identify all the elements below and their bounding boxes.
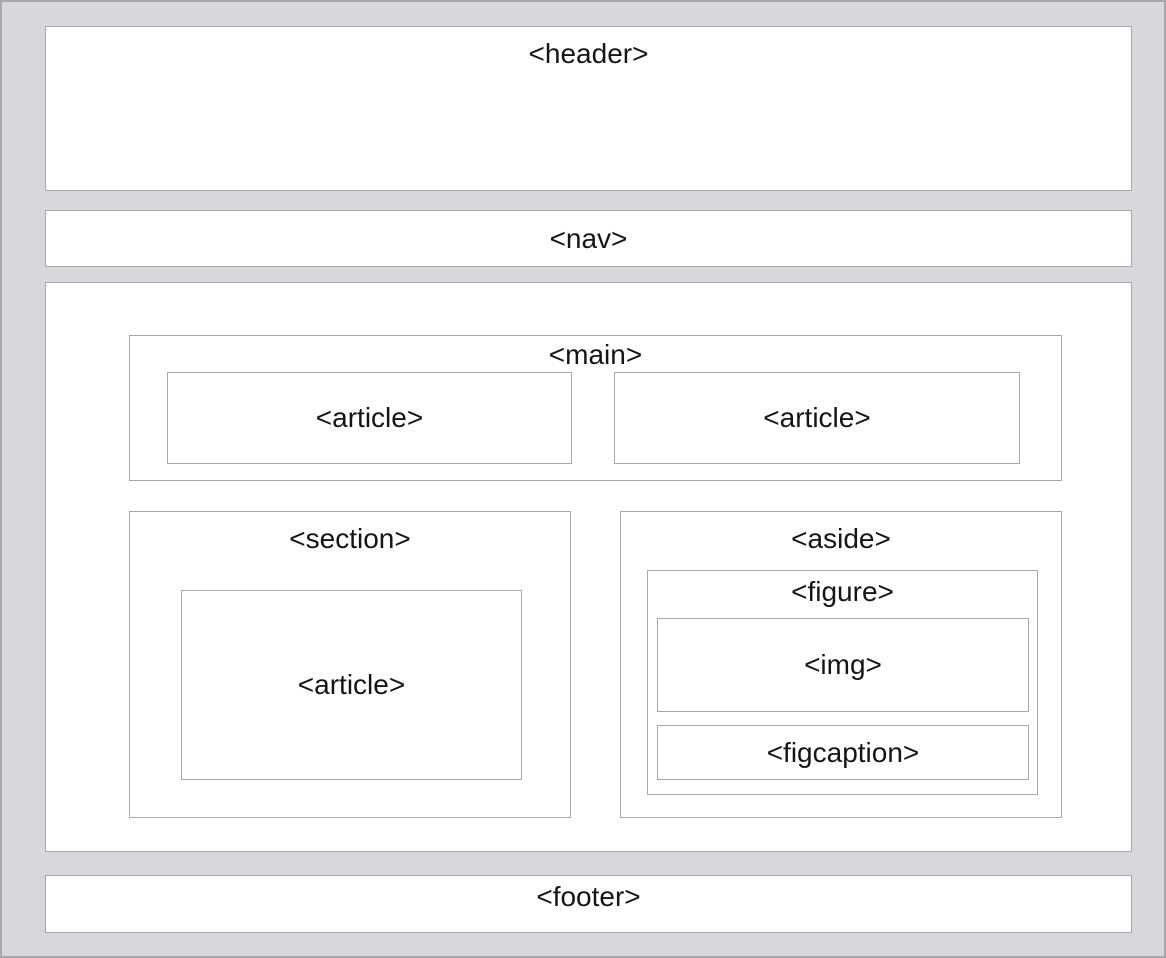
section-box: <section> <article>	[129, 511, 571, 818]
footer-label: <footer>	[536, 881, 641, 912]
img-label: <img>	[804, 649, 882, 681]
content-box: <main> <article> <article> <section> <ar…	[45, 282, 1132, 852]
aside-label: <aside>	[791, 523, 891, 554]
main-label: <main>	[548, 339, 643, 370]
header-label: <header>	[528, 38, 649, 69]
main-article-2-box: <article>	[614, 372, 1020, 464]
figcaption-label: <figcaption>	[766, 736, 920, 768]
footer-box: <footer>	[45, 875, 1132, 933]
figcaption-box: <figcaption>	[657, 725, 1029, 780]
section-label: <section>	[289, 523, 411, 554]
figure-box: <figure> <img> <figcaption>	[647, 570, 1038, 795]
section-article-box: <article>	[181, 590, 522, 780]
header-box: <header>	[45, 26, 1132, 191]
main-article-1-label: <article>	[315, 402, 424, 434]
main-article-1-box: <article>	[167, 372, 572, 464]
section-article-label: <article>	[297, 669, 406, 701]
nav-label: <nav>	[549, 222, 628, 254]
main-box: <main> <article> <article>	[129, 335, 1062, 481]
figure-label: <figure>	[791, 576, 894, 607]
img-box: <img>	[657, 618, 1029, 712]
nav-box: <nav>	[45, 210, 1132, 267]
main-article-2-label: <article>	[763, 402, 871, 434]
aside-box: <aside> <figure> <img> <figcaption>	[620, 511, 1062, 818]
